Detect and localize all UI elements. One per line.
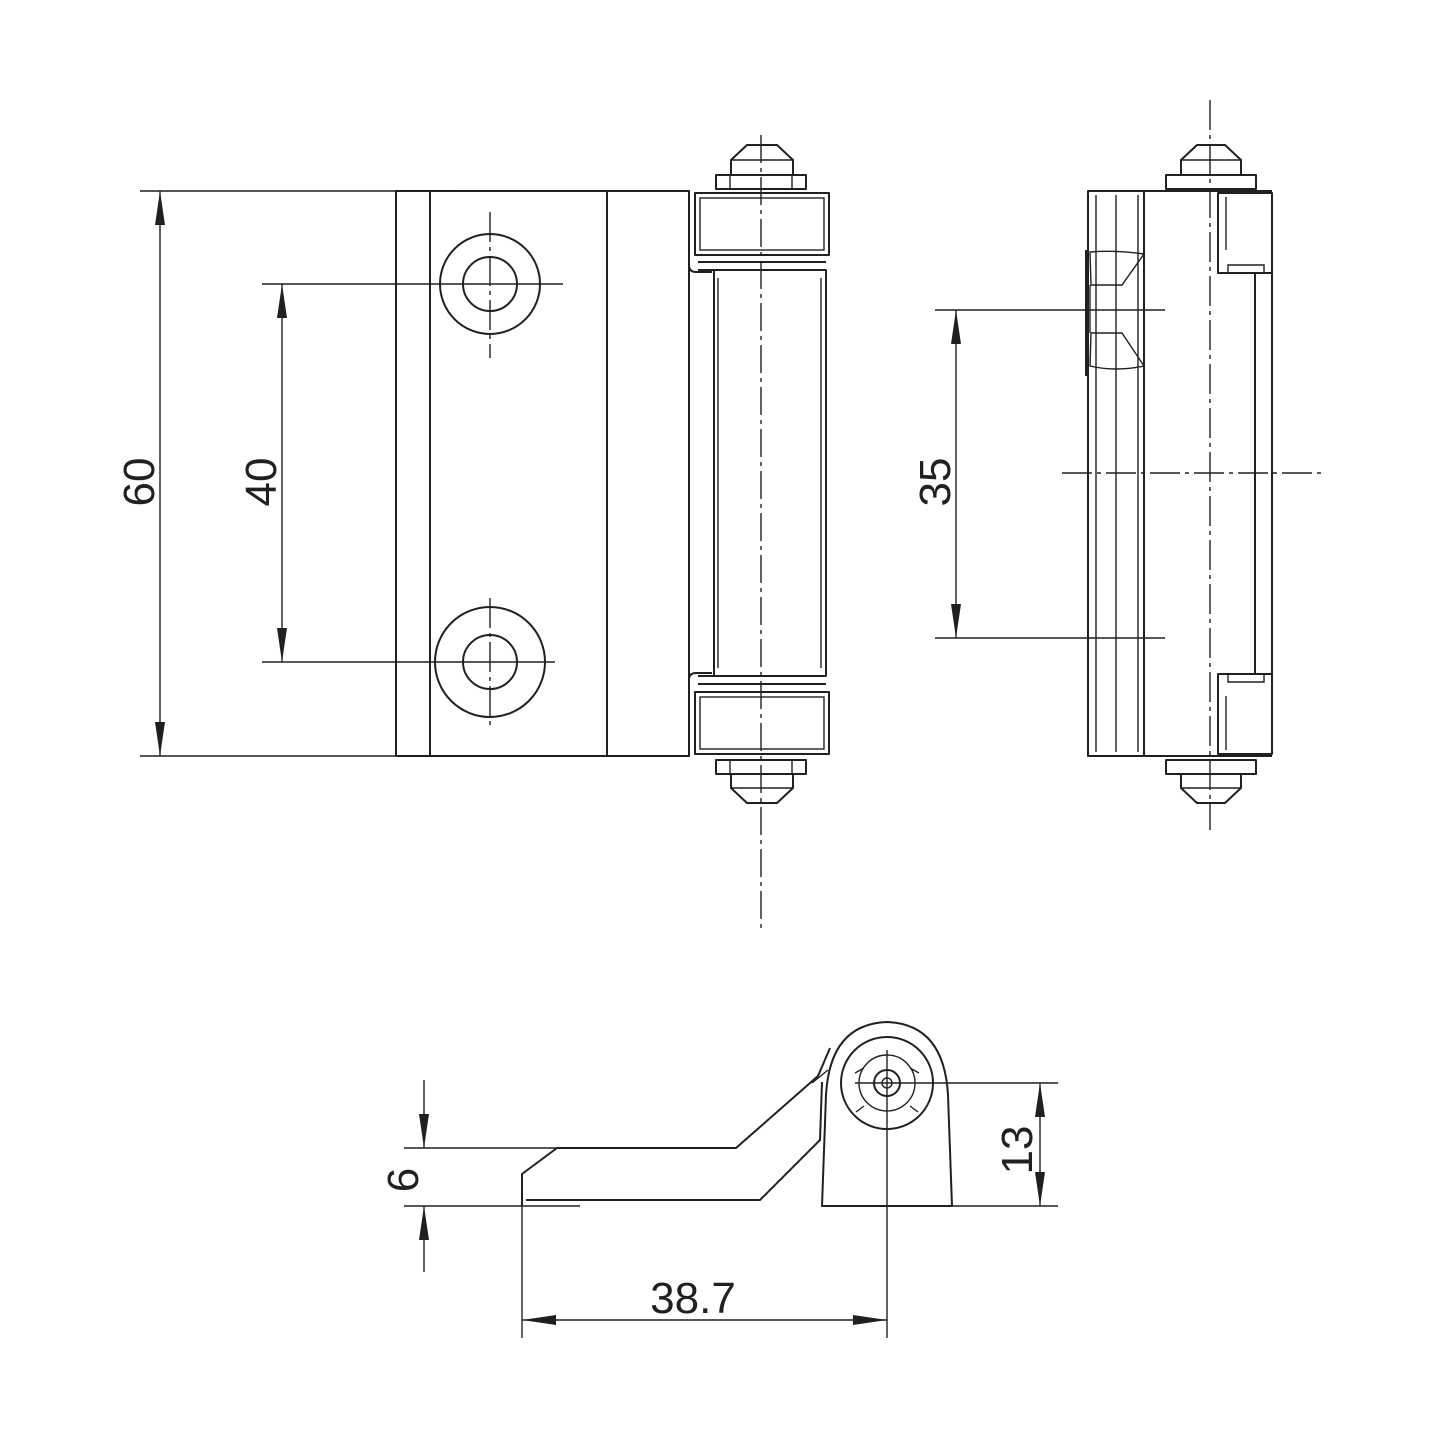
dimension-13: 13 [855,1082,1058,1207]
dimension-40: 40 [237,283,432,663]
dimension-60: 60 [115,190,455,757]
top-knuckle [821,1021,953,1207]
dimension-6-label: 6 [379,1168,428,1192]
dimension-38-7: 38.7 [521,1206,887,1338]
front-view: 60 40 [115,135,830,930]
side-countersink-section [1085,250,1146,376]
side-knuckle-top [1217,192,1273,274]
dimension-35-label: 35 [911,458,960,507]
top-leaf-upper-edge [521,1047,831,1206]
front-barrel [713,269,827,677]
top-leaf-lower-edge [526,1081,823,1201]
dimension-35: 35 [911,309,1165,639]
front-knuckle-bottom [694,691,830,755]
front-mounting-hole-top [432,212,563,358]
side-pin-bottom [1165,759,1257,804]
front-knuckle-top [694,192,830,256]
dimension-6: 6 [379,1080,580,1272]
side-knuckle-bottom [1217,673,1273,755]
dimension-13-label: 13 [993,1126,1042,1175]
front-knuckle-notch-bottom [688,672,712,756]
front-leaf-outline [395,190,690,757]
dimension-60-label: 60 [115,458,164,507]
side-pin-top [1165,144,1257,190]
dimension-38-7-label: 38.7 [650,1274,736,1323]
front-knuckle-notch-top [688,191,712,273]
top-view: 13 6 38.7 [379,1021,1058,1338]
dimension-40-label: 40 [237,458,286,507]
side-view: 35 [911,100,1325,830]
front-mounting-hole-bottom [432,598,555,726]
